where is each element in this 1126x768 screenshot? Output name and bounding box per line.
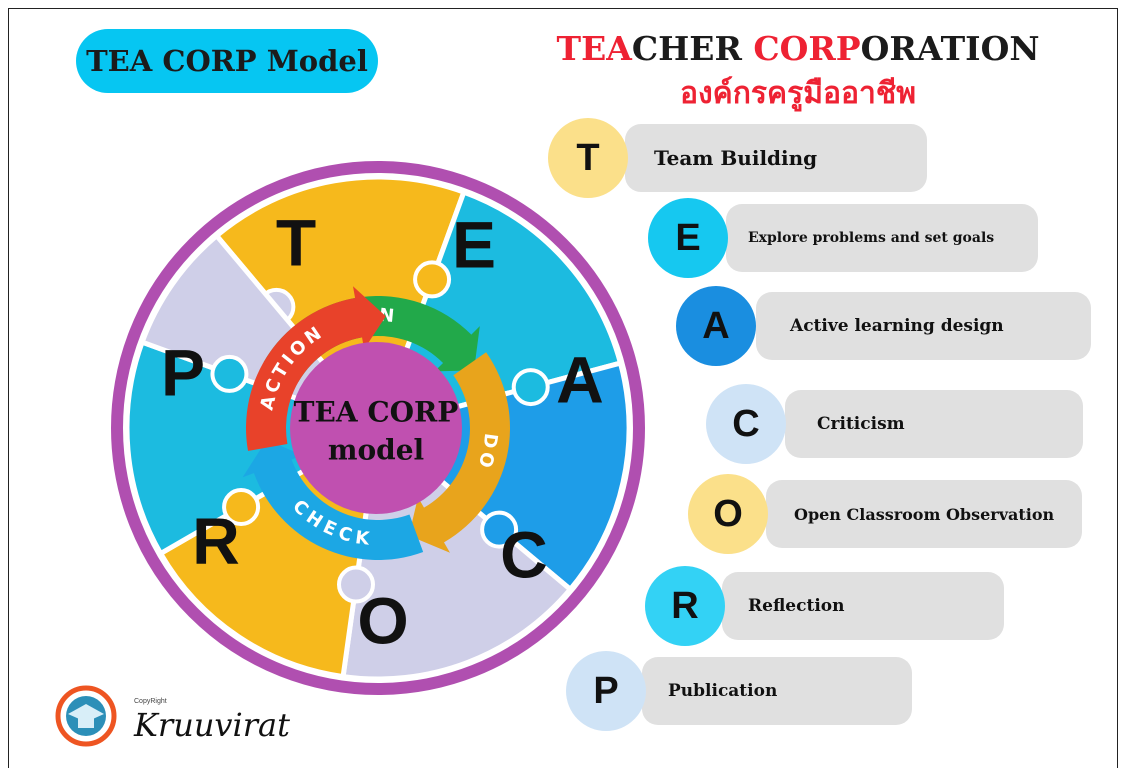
puzzle-knob <box>480 510 519 549</box>
puzzle-knob <box>511 368 550 407</box>
wheel-letter-O: O <box>357 583 408 657</box>
list-label: Reflection <box>748 596 845 616</box>
list-bar <box>722 572 1004 640</box>
list-bar <box>766 480 1082 548</box>
kruuvirat-logo <box>52 684 128 752</box>
list-bar <box>726 204 1038 272</box>
letter-circle-R: R <box>645 566 725 646</box>
heading-part: CHER <box>631 29 754 68</box>
heading-english: TEACHER CORPORATION <box>520 30 1076 68</box>
heading-thai: องค์กรครูมืออาชีพ <box>680 76 916 111</box>
heading-part: CORP <box>753 29 861 68</box>
title-pill: TEA CORP Model <box>76 29 378 93</box>
letter-circle-T: T <box>548 118 628 198</box>
wheel-letter-C: C <box>500 517 548 591</box>
wheel-ring <box>111 161 645 695</box>
center-text-line: TEA CORP <box>294 396 459 429</box>
puzzle-knob <box>222 488 261 527</box>
heading-part: ORATION <box>860 29 1040 68</box>
wheel-letter-R: R <box>192 503 240 577</box>
wheel-letter-A: A <box>556 342 604 416</box>
logo-name: Kruuvirat <box>134 706 290 744</box>
list-bar <box>625 124 927 192</box>
list-label: Criticism <box>817 414 905 434</box>
letter-circle-A: A <box>676 286 756 366</box>
list-bar <box>756 292 1091 360</box>
center-text-line: model <box>328 434 424 467</box>
list-label: Active learning design <box>790 316 1004 336</box>
list-label: Explore problems and set goals <box>748 230 995 246</box>
puzzle-knob <box>336 565 375 604</box>
image-frame <box>8 8 1118 768</box>
list-bar <box>642 657 912 725</box>
copyright-label: CopyRight <box>134 698 167 705</box>
list-label: Team Building <box>654 146 818 170</box>
letter-circle-C: C <box>706 384 786 464</box>
cycle-arrow-check <box>242 439 424 560</box>
letter-circle-P: P <box>566 651 646 731</box>
center-circle <box>290 342 462 514</box>
cycle-arrow-do <box>408 352 510 553</box>
outer-ring <box>111 161 645 695</box>
cycle-arrow-action <box>245 286 386 451</box>
wheel-letter-E: E <box>452 207 496 281</box>
list-bar <box>785 390 1083 458</box>
heading-part: TEA <box>556 29 632 68</box>
letter-circle-O: O <box>688 474 768 554</box>
wheel-letters: T EA C O R P <box>161 205 604 657</box>
wheel-letter-P: P <box>161 335 205 409</box>
wheel-center: TEA CORP model <box>290 342 462 514</box>
list-label: Publication <box>668 681 778 701</box>
puzzle-knob <box>210 354 249 393</box>
letter-circle-E: E <box>648 198 728 278</box>
puzzle-knob <box>413 260 452 299</box>
list-label: Open Classroom Observation <box>794 504 1055 524</box>
wheel-letter-T: T <box>276 205 316 279</box>
